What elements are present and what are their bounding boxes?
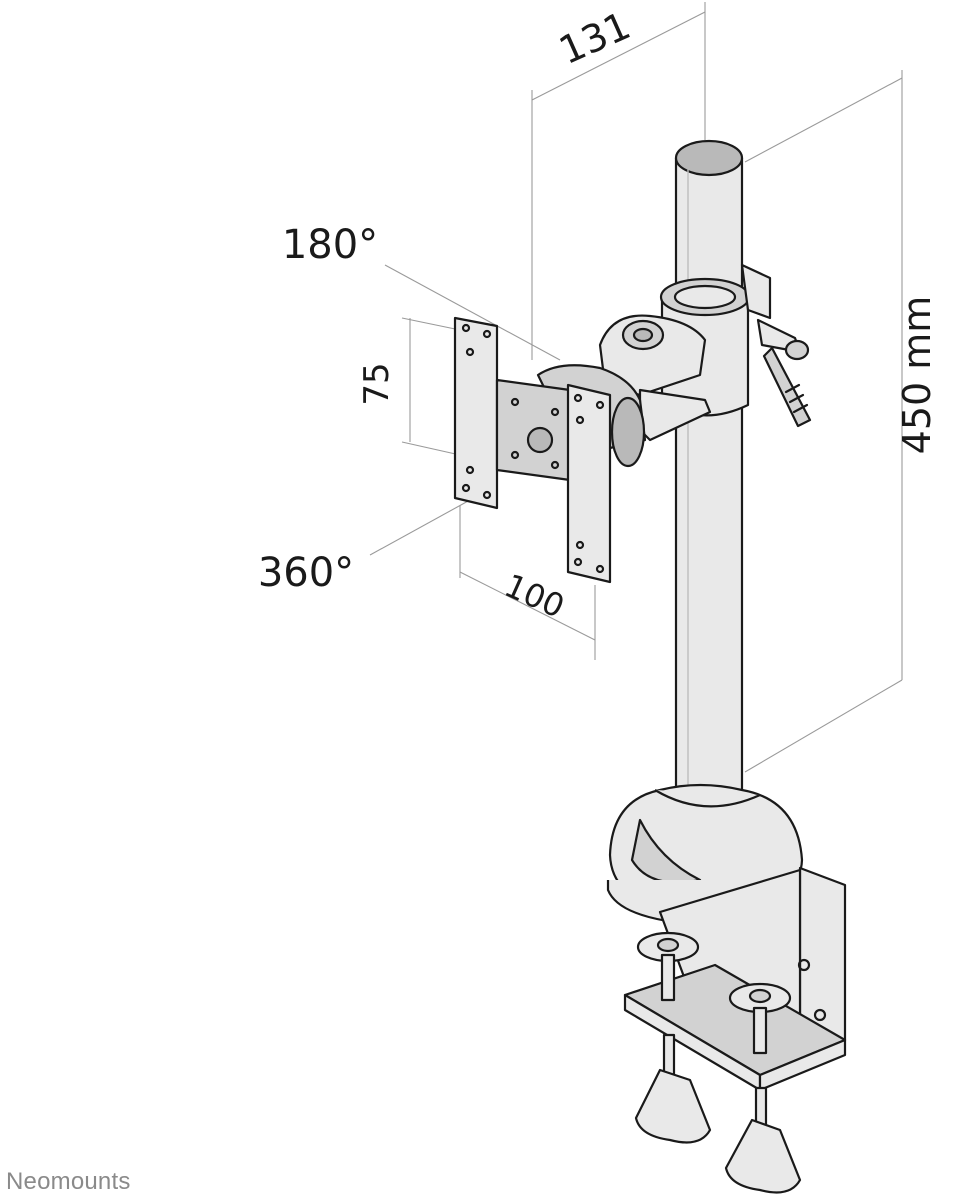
height-label: 450 mm	[895, 296, 939, 455]
arm-offset-label: 131	[553, 3, 637, 73]
vesa-vertical-label: 75	[357, 362, 397, 405]
locking-lever	[756, 318, 812, 428]
tilt-label: 180°	[282, 222, 378, 268]
clamp-screws	[634, 931, 802, 1194]
vesa-horizontal-label: 100	[499, 566, 570, 626]
pole	[674, 139, 744, 810]
desk-clamp	[623, 866, 847, 1092]
tilt-head	[536, 314, 712, 468]
vesa-plate	[453, 316, 612, 584]
brand-logo: Neomounts	[6, 1168, 131, 1195]
dimension-lines	[369, 2, 903, 773]
rotate-label: 360°	[258, 550, 354, 596]
